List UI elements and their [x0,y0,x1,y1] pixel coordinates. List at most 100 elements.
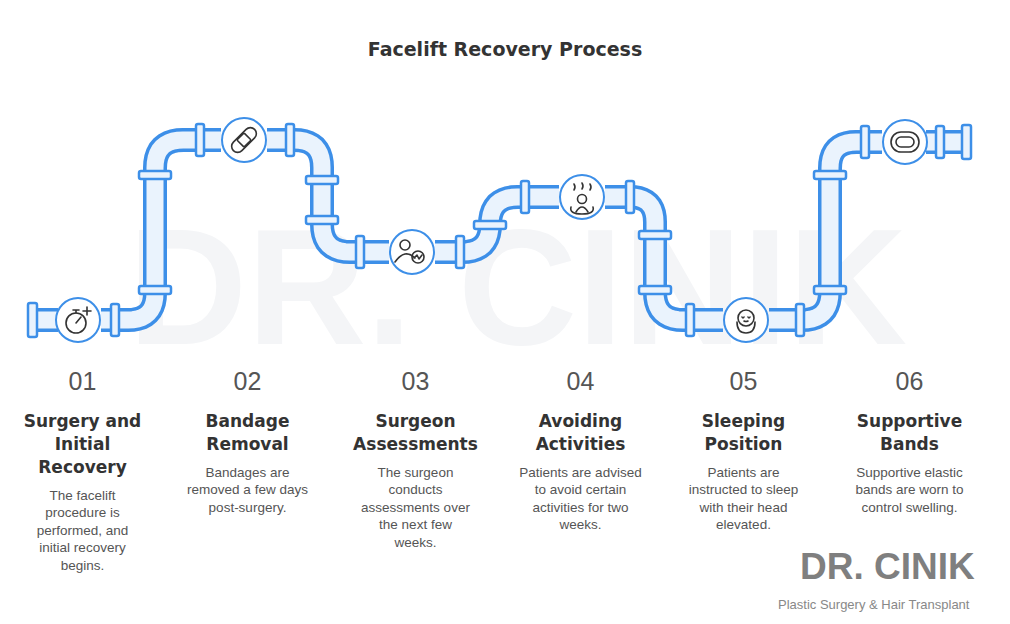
pipe-band [286,124,294,156]
pipe-fill [769,142,882,320]
pipe-connector [101,140,221,320]
step-node: 06Supportive BandsSupportive elastic ban… [882,119,928,165]
pipe-connector [267,140,389,252]
step-heading: Supportive Bands [840,410,980,456]
pipe-band [139,171,171,179]
step-description: The facelift procedure is performed, and… [27,487,139,575]
pipe-fill [605,197,723,320]
step-column: 02Bandage RemovalBandages are removed a … [168,366,328,517]
pipe-outline [267,140,389,252]
stopwatch-hand [73,310,81,323]
pipe-stubs [30,142,965,320]
diagram-title: Facelift Recovery Process [0,38,1010,60]
bandage-pad [237,133,251,147]
band-icon [891,132,919,152]
stopwatch-icon [66,307,91,333]
step-heading: Bandage Removal [178,410,318,456]
pipe-stub [926,130,965,154]
pipe-connector [769,142,882,320]
step-number: 06 [830,366,990,396]
sleep-icon [737,310,755,333]
plus-sign [83,307,91,315]
step-description: Bandages are removed a few days post-sur… [183,464,313,517]
step-column: 05Sleeping PositionPatients are instruct… [664,366,824,534]
step-node: 03Surgeon AssessmentsThe surgeon conduct… [389,229,435,275]
pipe-band [521,181,529,213]
logo-text: DR. CINIK [800,548,975,585]
pipe-band [306,216,338,224]
pipe-band [474,221,506,229]
step-number: 04 [501,366,661,396]
stopwatch-dial [66,313,86,333]
step-number: 05 [664,366,824,396]
pipe-outline [101,140,221,320]
band-inner [896,137,914,147]
step-number: 01 [3,366,163,396]
pipe-band [639,231,671,239]
pipe-band [639,286,671,294]
pipe-connector [435,197,559,252]
step-number: 03 [336,366,496,396]
step-description: Supportive elastic bands are worn to con… [842,464,978,517]
step-description: The surgeon conducts assessments over th… [360,464,472,552]
pipe-fill [267,140,389,252]
pipe-flange [28,303,37,337]
step-heading: Sleeping Position [674,410,814,456]
step-column: 01Surgery and Initial RecoveryThe faceli… [3,366,163,575]
pipe-bands [28,124,971,337]
bandage-strip [229,125,259,155]
step-column: 04Avoiding ActivitiesPatients are advise… [501,366,661,534]
edge-layer [101,140,882,320]
heat-waves [574,183,591,190]
logo-subtitle: Plastic Surgery & Hair Transplant [778,598,969,611]
pipe-band [814,171,846,179]
pipe-band [796,304,804,336]
pipe-band [936,126,944,158]
step-description: Patients are instructed to sleep with th… [679,464,809,534]
pipe-band [861,126,869,158]
chart-circle [412,251,424,263]
pipe-flange [962,125,971,159]
pipe-stub [926,134,965,151]
pipe-outline [769,142,882,320]
pipe-fill [101,140,221,320]
ground-arc [571,207,594,214]
face-circle [738,310,754,326]
step-heading: Surgery and Initial Recovery [13,410,153,479]
sleeping-face [742,317,750,322]
person-body [576,207,588,212]
pipe-fill [435,197,559,252]
step-number: 02 [168,366,328,396]
watermark-text: DR. CINIK [128,205,907,370]
step-node: 01Surgery and Initial RecoveryThe faceli… [55,297,101,343]
pipe-outline [435,197,559,252]
step-node: 02Bandage RemovalBandages are removed a … [221,117,267,163]
step-node: 05Sleeping PositionPatients are instruct… [723,297,769,343]
step-heading: Avoiding Activities [511,410,651,456]
bandage-icon [229,125,259,155]
pipe-band [456,236,464,268]
pipe-connector [605,197,723,320]
step-description: Patients are advised to avoid certain ac… [518,464,644,534]
pipe-band [356,236,364,268]
pipe-band [306,176,338,184]
pipe-band [814,286,846,294]
swaddle [737,322,755,333]
chart-line [414,255,422,259]
band-outer [891,132,919,152]
step-column: 06Supportive BandsSupportive elastic ban… [830,366,990,517]
pipe-band [686,304,694,336]
activity-icon [571,183,594,214]
person-head [578,195,587,204]
pipe-band [626,181,634,213]
step-node: 04Avoiding ActivitiesPatients are advise… [559,174,605,220]
pipe-band [111,304,119,336]
pipe-band [139,286,171,294]
step-column: 03Surgeon AssessmentsThe surgeon conduct… [336,366,496,552]
pipe-outline [605,197,723,320]
pipe-band [196,124,204,156]
person-body [395,254,415,262]
